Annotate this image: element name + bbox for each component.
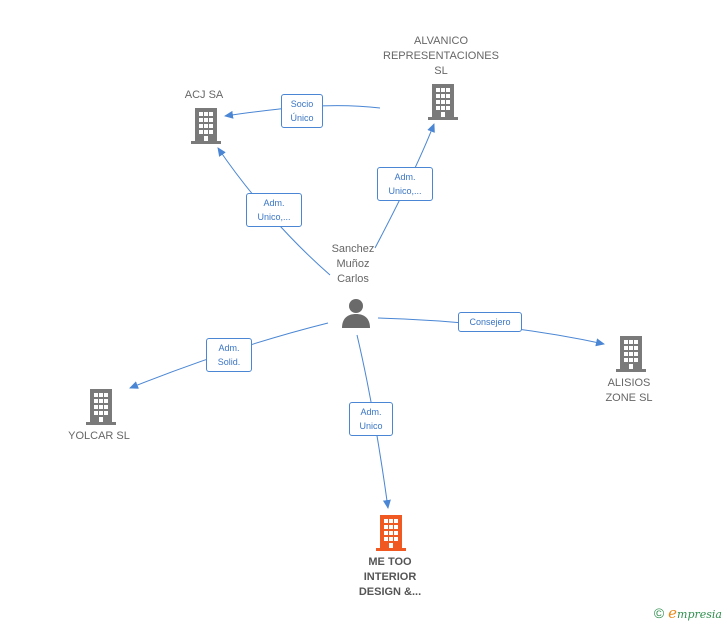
node-label-alvanico[interactable]: ALVANICO REPRESENTACIONES SL — [383, 35, 499, 77]
edge-label-adm-unico-metoo: Adm. Unico — [349, 402, 393, 436]
footer-brand: © empresia — [654, 604, 722, 622]
node-label-person[interactable]: Sanchez Muñoz Carlos — [331, 243, 375, 285]
node-label-alisios[interactable]: ALISIOS ZONE SL — [605, 377, 653, 404]
brand-logo: empresia — [668, 604, 722, 622]
node-label-acj[interactable]: ACJ SA — [184, 89, 224, 101]
building-icon-metoo[interactable] — [376, 515, 406, 551]
edge-label-adm-solid: Adm. Solid. — [206, 338, 252, 372]
building-icon-yolcar[interactable] — [86, 389, 116, 425]
edge-label-adm-unico-acj: Adm. Unico,... — [246, 193, 302, 227]
edge-label-adm-unico-alvanico: Adm. Unico,... — [377, 167, 433, 201]
building-icon-alisios[interactable] — [616, 336, 646, 372]
building-icon-alvanico[interactable] — [428, 84, 458, 120]
copyright-icon: © — [653, 605, 665, 621]
edge-label-consejero: Consejero — [458, 312, 522, 332]
node-label-metoo[interactable]: ME TOO INTERIOR DESIGN &... — [358, 556, 422, 598]
edge-label-socio-unico: Socio Único — [281, 94, 323, 128]
building-icon-acj[interactable] — [191, 108, 221, 144]
node-label-yolcar[interactable]: YOLCAR SL — [68, 430, 130, 442]
person-icon[interactable] — [341, 298, 371, 328]
